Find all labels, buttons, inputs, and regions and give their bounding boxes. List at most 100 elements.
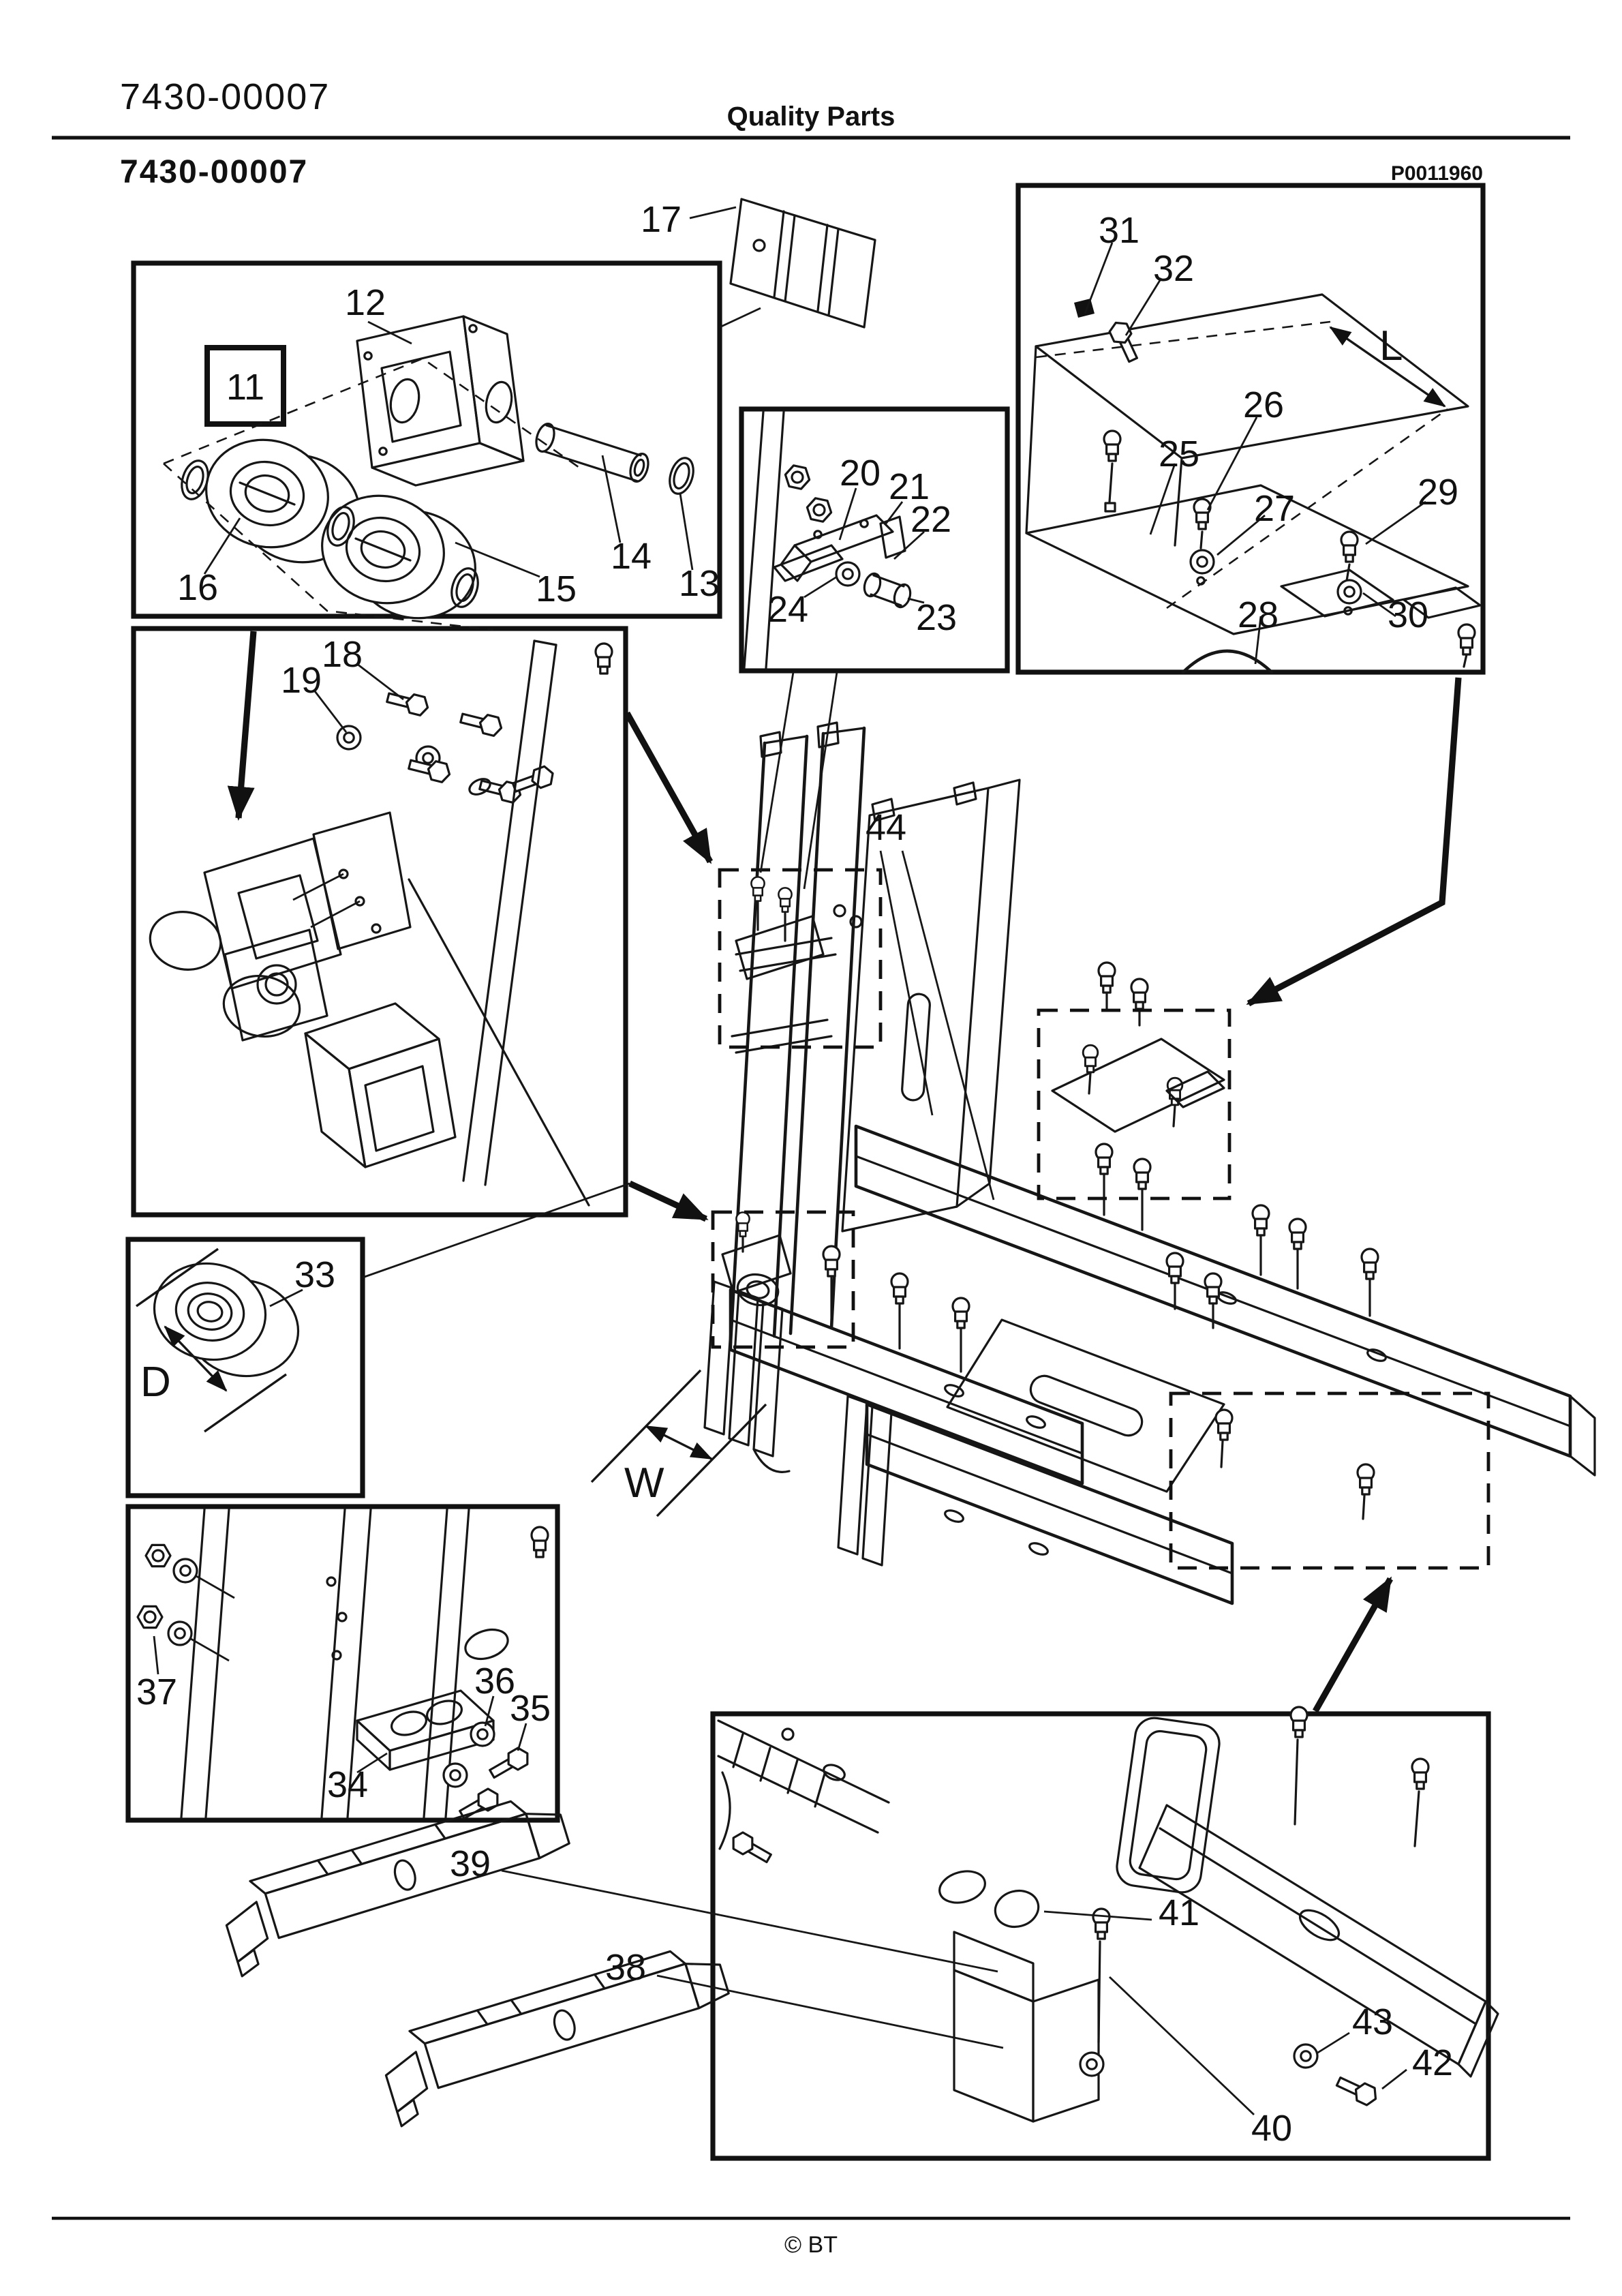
washer-icon bbox=[1293, 2043, 1319, 2069]
mast-plates bbox=[729, 721, 866, 1345]
main-assembly: W 44 bbox=[590, 671, 1596, 1605]
detail-box-lower-frame bbox=[710, 1711, 1491, 2161]
dim-letter-W: W bbox=[624, 1460, 664, 1507]
callout-44-group: 44 bbox=[866, 807, 995, 1200]
nut-icon bbox=[144, 1543, 172, 1568]
callout-20: 20 bbox=[840, 453, 881, 494]
assembly-axis-dashed bbox=[163, 357, 584, 631]
callout-28: 28 bbox=[1238, 594, 1279, 635]
washer-icon bbox=[1079, 2051, 1105, 2077]
plate-34 bbox=[356, 1689, 495, 1771]
washer-icon bbox=[336, 725, 362, 751]
callout-12: 12 bbox=[345, 282, 386, 323]
link-detail: 20 21 22 24 23 bbox=[743, 410, 957, 669]
bolt-icon bbox=[456, 1785, 504, 1824]
callout-32: 32 bbox=[1153, 248, 1194, 289]
callout-44: 44 bbox=[866, 807, 906, 848]
bolt-icon bbox=[594, 642, 613, 675]
bracket-12 bbox=[356, 315, 525, 487]
mast-top-fitting bbox=[735, 876, 863, 980]
copyright: © BT bbox=[784, 2232, 838, 2258]
detail-box-roller-dim bbox=[125, 1237, 365, 1498]
bolt-icon bbox=[1411, 1757, 1430, 1790]
dim-W: W bbox=[590, 1369, 767, 1517]
side-panel bbox=[408, 639, 613, 1207]
arrow-to-lower-frame bbox=[1312, 1576, 1394, 1713]
bolt-icon bbox=[1457, 623, 1476, 656]
frame-corner bbox=[717, 1719, 890, 1868]
ref-box-mast-bottom bbox=[711, 1210, 855, 1349]
callout-25: 25 bbox=[1159, 434, 1199, 474]
page-footer: © BT bbox=[52, 2216, 1570, 2258]
callout-11: 11 bbox=[226, 367, 264, 408]
washer-icon bbox=[835, 561, 861, 587]
nut-icon bbox=[782, 463, 813, 492]
bolt-icon bbox=[384, 687, 431, 718]
callout-38: 38 bbox=[605, 1947, 646, 1988]
callout-33: 33 bbox=[294, 1254, 335, 1295]
bolt-icon bbox=[1106, 318, 1143, 365]
page-header: 7430-00007 Quality Parts 7430-00007 P001… bbox=[52, 76, 1570, 190]
dim-letter-D: D bbox=[140, 1359, 171, 1406]
detail-box-bracket bbox=[131, 626, 628, 1218]
frame-arc bbox=[1181, 649, 1274, 674]
bolt-icon bbox=[1340, 530, 1359, 563]
callout-16: 16 bbox=[177, 567, 218, 608]
callout-14: 14 bbox=[611, 536, 652, 577]
callout-27: 27 bbox=[1254, 488, 1295, 529]
arrow-to-mast-bottom bbox=[628, 1180, 709, 1222]
washer-icon bbox=[1336, 579, 1362, 605]
callout-37: 37 bbox=[136, 1672, 177, 1712]
arrow-to-shim-location bbox=[1246, 677, 1462, 1007]
bushing-23 bbox=[863, 572, 912, 609]
callout-41: 41 bbox=[1159, 1892, 1199, 1933]
channel-beam bbox=[1138, 1804, 1499, 2078]
shim-location-plate bbox=[1051, 1038, 1225, 1133]
bolt-icon bbox=[1333, 2072, 1381, 2109]
callout-22: 22 bbox=[911, 499, 951, 540]
detail-box-links bbox=[739, 406, 1010, 674]
page-title: Quality Parts bbox=[727, 102, 896, 132]
callout-26: 26 bbox=[1243, 384, 1284, 425]
bolt-icon bbox=[486, 1744, 534, 1783]
doc-number-section: 7430-00007 bbox=[120, 154, 308, 190]
figure-code: P0011960 bbox=[1391, 162, 1483, 185]
cover-plate bbox=[946, 1318, 1225, 1493]
washer-icon bbox=[1189, 549, 1215, 575]
nut-icon bbox=[136, 1605, 164, 1629]
item-11-frame: 11 bbox=[204, 345, 286, 427]
washer-icon bbox=[442, 1762, 468, 1788]
square-tube bbox=[222, 974, 457, 1168]
callout-39: 39 bbox=[450, 1843, 491, 1884]
tube-socket bbox=[1116, 1717, 1221, 1894]
washers bbox=[181, 459, 479, 608]
callout-40: 40 bbox=[1251, 2108, 1292, 2149]
roller-dim-detail: D 33 bbox=[136, 1248, 335, 1433]
wear-plates: 39 38 bbox=[215, 1787, 1004, 2128]
frame-bolts bbox=[822, 961, 1379, 1520]
fastener-row bbox=[336, 687, 557, 805]
callout-24: 24 bbox=[767, 589, 808, 630]
shim-plate-detail: L 31 32 26 bbox=[1025, 210, 1482, 674]
reference-arrows bbox=[227, 631, 1462, 1713]
bracket-detail: 18 19 bbox=[149, 634, 613, 1207]
lower-plate-28 bbox=[1025, 484, 1469, 635]
ref-box-lower-frame bbox=[1169, 1391, 1490, 1570]
dim-L: L bbox=[1035, 320, 1448, 609]
bolt-icon bbox=[1092, 1907, 1111, 1940]
callout-36: 36 bbox=[474, 1661, 515, 1702]
nut-icon bbox=[804, 496, 835, 524]
pin-14 bbox=[535, 423, 649, 483]
callout-34: 34 bbox=[327, 1764, 368, 1805]
link-bracket bbox=[773, 514, 906, 582]
washer-icon bbox=[167, 1620, 193, 1646]
callout-13: 13 bbox=[679, 563, 720, 604]
bolt-icon bbox=[1193, 498, 1212, 530]
callout-43: 43 bbox=[1352, 2002, 1393, 2042]
mount-plate-detail: 37 36 35 34 bbox=[136, 1508, 551, 1824]
washer-icon bbox=[470, 1721, 495, 1747]
ref-box-shims bbox=[1037, 1008, 1231, 1200]
carriage-plate bbox=[841, 779, 1021, 1233]
